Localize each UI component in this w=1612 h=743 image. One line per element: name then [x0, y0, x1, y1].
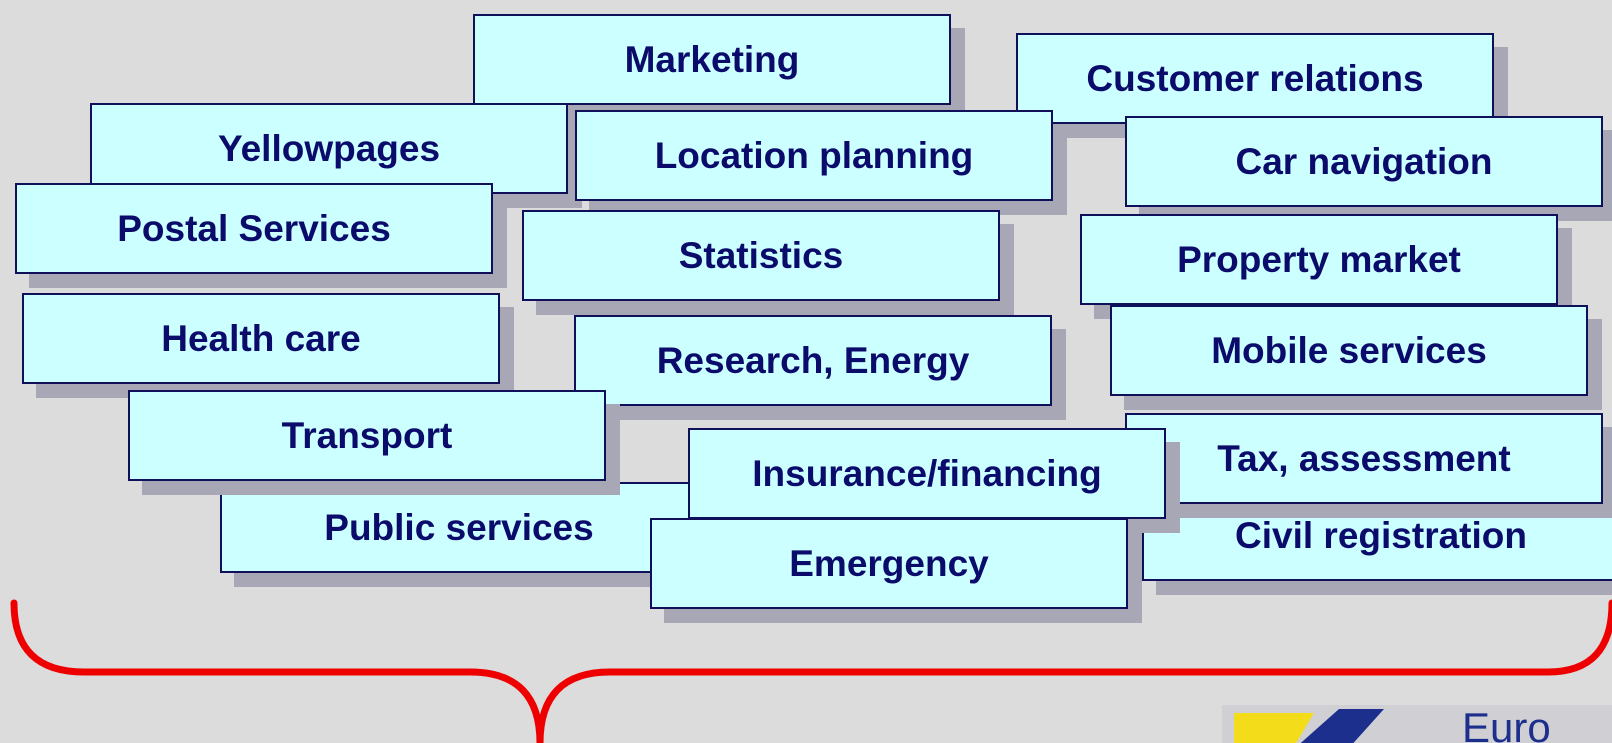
box-mobile-services: Mobile services — [1110, 305, 1588, 396]
box-postal-services: Postal Services — [15, 183, 493, 274]
box-public-services: Public services — [220, 482, 698, 573]
box-property-market: Property market — [1080, 214, 1558, 305]
box-tax-assessment: Tax, assessment — [1125, 413, 1603, 504]
box-civil-registration: Civil registration — [1142, 490, 1612, 581]
box-research-energy: Research, Energy — [574, 315, 1052, 406]
box-location-planning: Location planning — [575, 110, 1053, 201]
box-transport: Transport — [128, 390, 606, 481]
logo-text: Euro — [1462, 705, 1551, 743]
box-insurance-financing: Insurance/financing — [688, 428, 1166, 519]
eurostat-logo: Euro — [1222, 705, 1612, 743]
logo-yellow-shape — [1234, 713, 1314, 743]
box-health-care: Health care — [22, 293, 500, 384]
box-statistics: Statistics — [522, 210, 1000, 301]
box-yellowpages: Yellowpages — [90, 103, 568, 194]
box-marketing: Marketing — [473, 14, 951, 105]
box-car-navigation: Car navigation — [1125, 116, 1603, 207]
box-emergency: Emergency — [650, 518, 1128, 609]
